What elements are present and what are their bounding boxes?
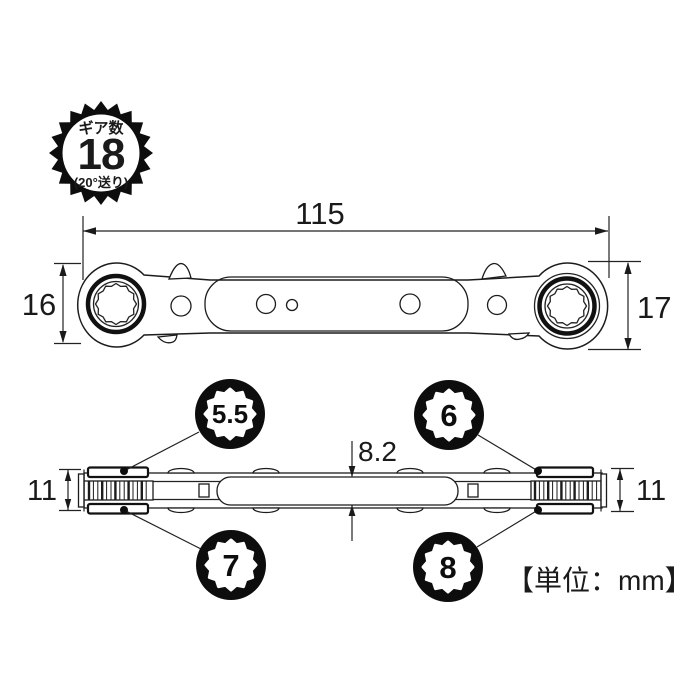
gear-count-label: ギア数 <box>78 119 124 137</box>
socket-badge-5-5: 5.5 <box>195 379 265 449</box>
unit-note: 【単位：mm】 <box>506 565 693 596</box>
dim-right-end-value: 11 <box>636 475 666 507</box>
socket-profile-icon <box>204 538 258 592</box>
dim-length-value: 115 <box>295 196 344 231</box>
dim-left-end-value: 11 <box>27 475 57 507</box>
top-view-dimensions: 115 16 17 <box>22 196 671 351</box>
arrowhead-icon <box>616 469 624 480</box>
right-ring-band <box>537 276 597 336</box>
arrowhead-icon <box>64 470 72 481</box>
pawl-pin <box>198 483 210 498</box>
socket-size-value: 8 <box>439 550 456 585</box>
arrowhead-icon <box>595 227 608 235</box>
right-socket-12pt-icon <box>546 285 588 327</box>
head-bottom-plate <box>86 502 150 515</box>
hole-bump <box>252 507 280 514</box>
left-ring-inner-circle <box>92 280 140 328</box>
body-hole <box>255 293 277 315</box>
hole-bump <box>483 507 511 514</box>
pawl-bump-bottom-right <box>507 332 531 341</box>
hole-bump <box>167 507 195 514</box>
left-socket-12pt-icon <box>94 282 138 326</box>
hole-bump <box>396 467 424 474</box>
dim-left-height-value: 16 <box>22 287 56 322</box>
head-top-plate <box>86 466 150 479</box>
body-hole <box>486 294 508 316</box>
dim-center-thickness-value: 8.2 <box>358 436 397 467</box>
socket-profile-icon <box>422 388 476 442</box>
side-right-head <box>530 466 608 515</box>
gear-badge-face <box>62 114 140 192</box>
side-view-dimensions: 8.2 11 11 <box>27 436 666 541</box>
hole-bump <box>396 507 424 514</box>
gear-feed-angle: (20°送り) <box>74 175 128 190</box>
hole-bump <box>167 467 195 474</box>
leader-line <box>476 509 539 548</box>
arrowhead-icon <box>616 500 624 511</box>
socket-badge-6: 6 <box>414 380 484 450</box>
socket-badge-7: 7 <box>196 530 266 600</box>
body-hole-small <box>285 298 299 312</box>
side-left-head <box>77 466 154 515</box>
socket-size-value: 6 <box>440 398 457 433</box>
leader-line <box>123 431 200 472</box>
gear-count-badge: ギア数 18 (20°送り) <box>49 101 153 205</box>
arrowhead-icon <box>59 264 67 276</box>
arrowhead-icon <box>83 227 96 235</box>
body-hole <box>170 295 192 317</box>
arrowhead-icon <box>348 466 356 477</box>
wrench-side-view <box>77 466 608 515</box>
head-end-cap <box>600 473 608 508</box>
arrowhead-icon <box>624 262 632 274</box>
arrowhead-icon <box>59 331 67 343</box>
ratchet-teeth <box>87 481 147 500</box>
leader-dot <box>534 506 542 514</box>
body-hole <box>399 293 421 315</box>
wrench-top-outline <box>77 262 609 350</box>
pawl-bump-top-left <box>168 262 192 280</box>
socket-size-value: 5.5 <box>212 399 248 429</box>
socket-profile-icon <box>203 387 257 441</box>
leader-dot <box>534 467 542 475</box>
socket-badge-8: 8 <box>413 532 483 602</box>
hole-bump <box>252 467 280 474</box>
socket-size-value: 7 <box>222 548 239 583</box>
head-bottom-plate <box>535 502 595 515</box>
left-ring-band <box>85 273 147 335</box>
leader-dot <box>120 506 128 514</box>
gear-count-value: 18 <box>78 130 125 179</box>
head-top-plate <box>535 466 595 479</box>
leader-line <box>477 434 539 472</box>
head-end-cap <box>77 473 85 508</box>
arrowhead-icon <box>348 505 356 516</box>
socket-profile-icon <box>421 540 475 594</box>
arrowhead-icon <box>64 499 72 510</box>
pawl-bump-top-right <box>481 262 507 280</box>
right-ring-inner-circle <box>544 283 590 329</box>
pawl-bump-bottom-left <box>156 334 178 344</box>
hole-bump <box>483 467 511 474</box>
center-slab <box>216 476 459 506</box>
dim-right-height-value: 17 <box>637 290 671 325</box>
wrench-top-view <box>77 262 609 350</box>
leader-dot <box>120 467 128 475</box>
leader-line <box>123 509 202 550</box>
socket-size-callouts: 5.5 6 7 8 <box>120 379 542 602</box>
arrowhead-icon <box>624 338 632 350</box>
handle-panel <box>204 276 469 332</box>
ratchet-teeth <box>533 481 598 500</box>
right-ring-outer-circle <box>533 272 601 340</box>
pawl-pin <box>467 483 479 498</box>
